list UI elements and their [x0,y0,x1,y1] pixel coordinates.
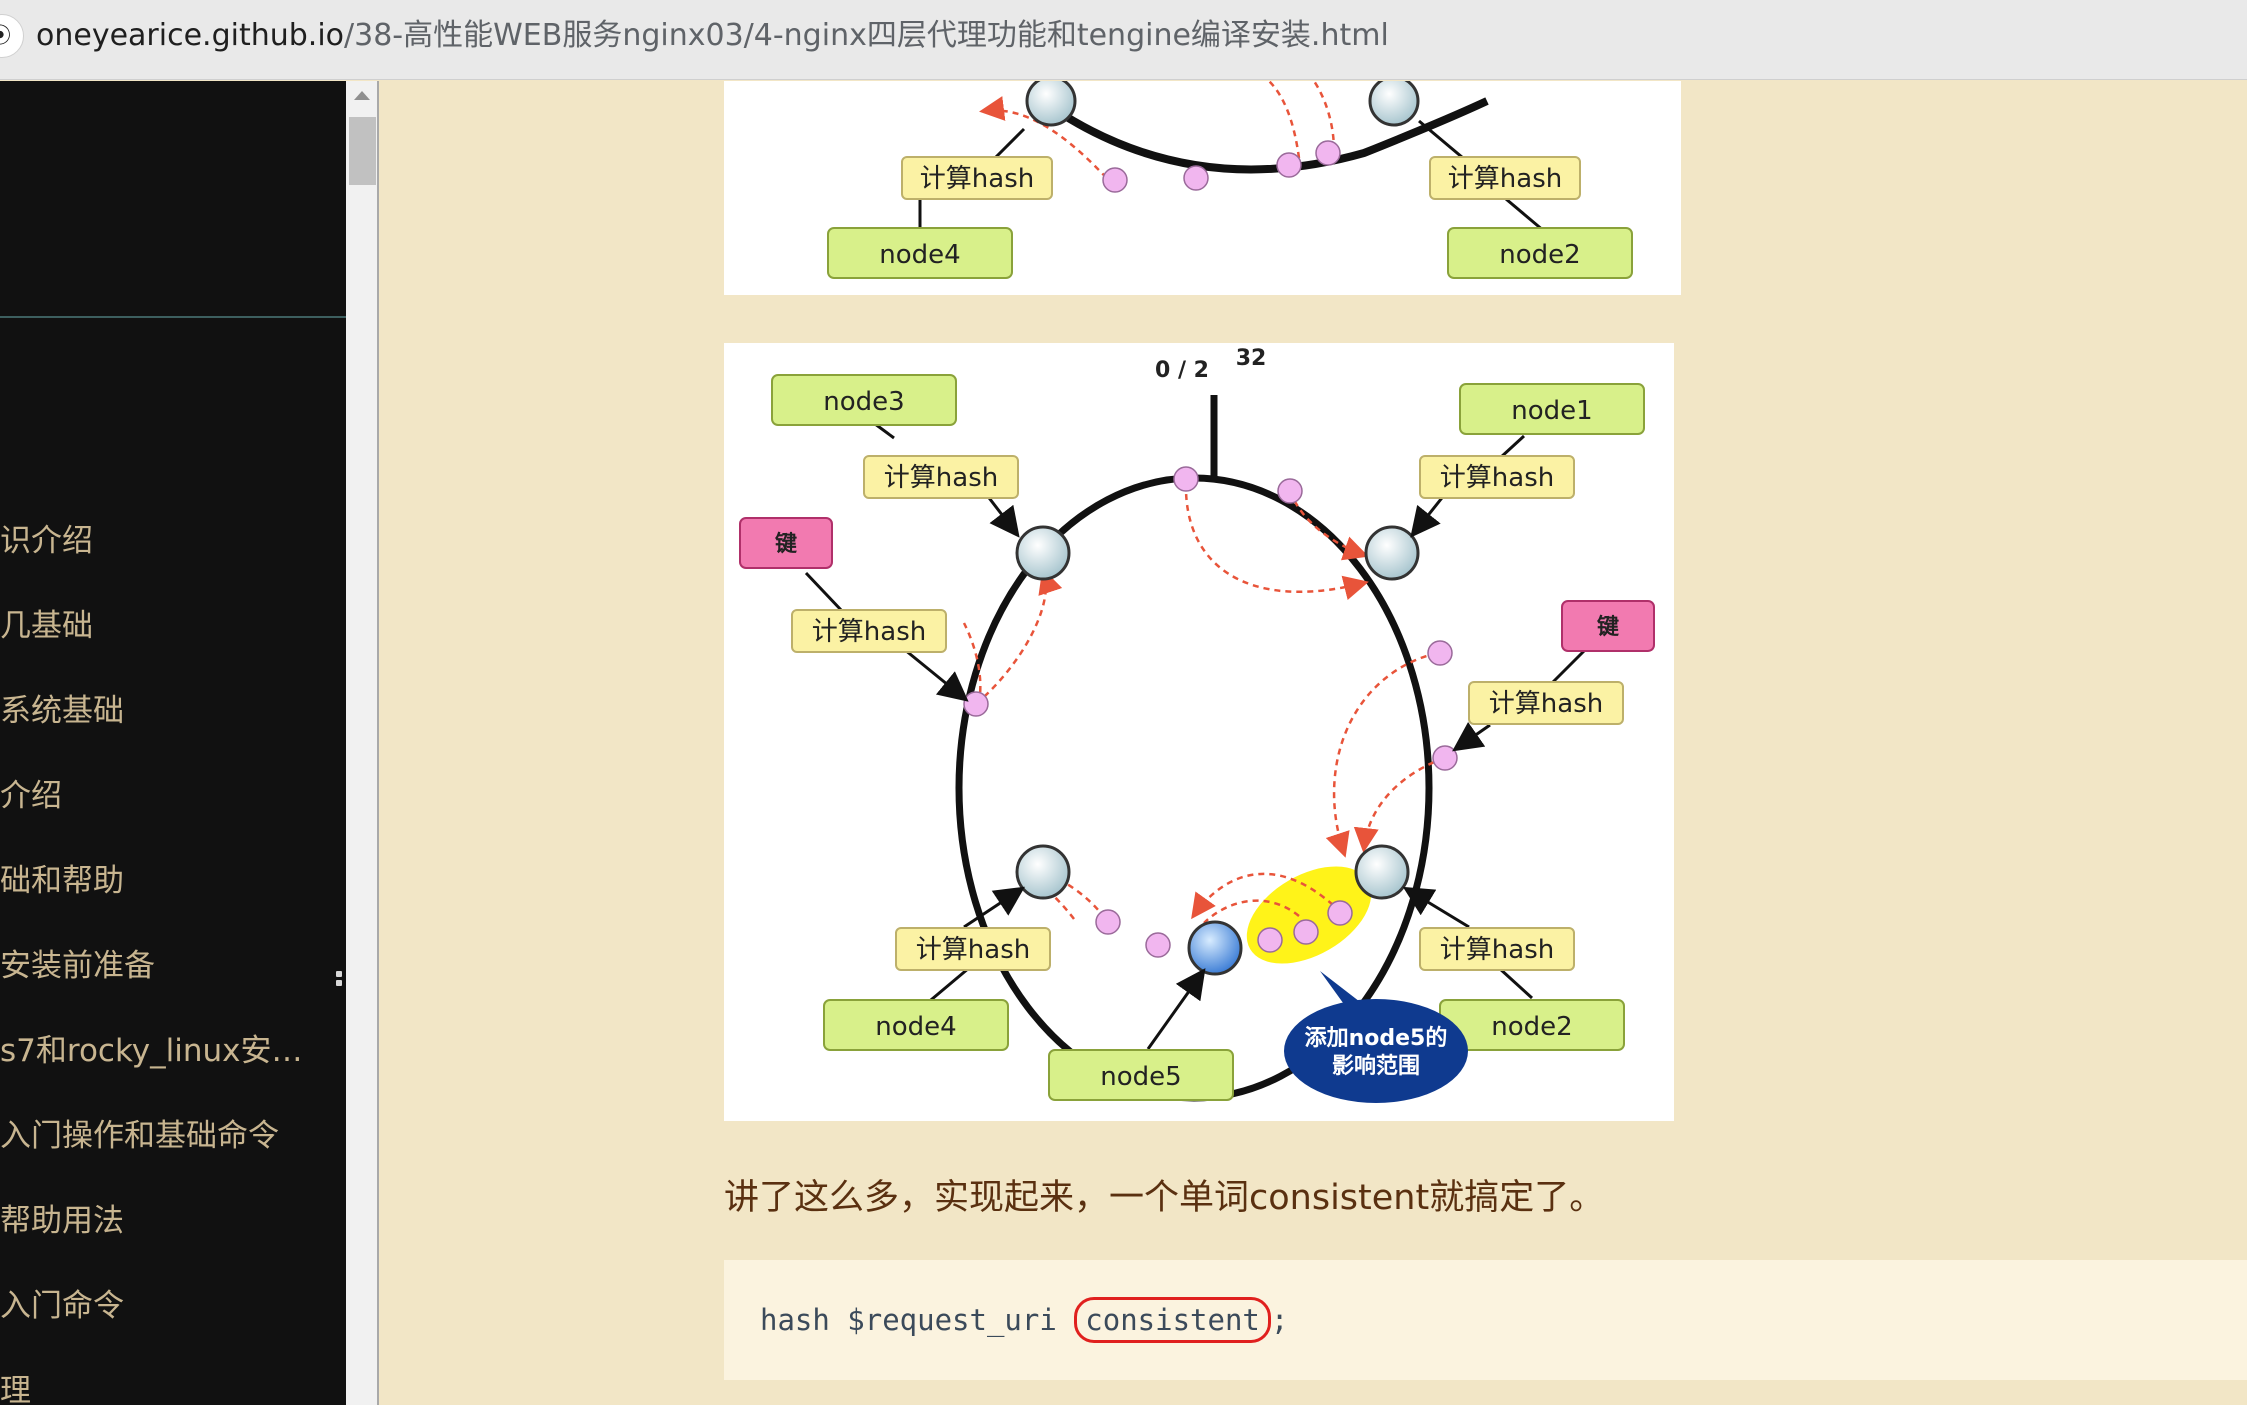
code-highlight-consistent: consistent [1074,1297,1271,1343]
consistent-hash-ring-diagram: 0 / 2 32 [724,343,1674,1121]
sidebar-item[interactable]: 几基础 [0,608,93,644]
hash-label: 计算hash [1448,164,1562,194]
url-domain: oneyearice.github.io [36,18,345,53]
callout-text-line1: 添加node5的 [1305,1025,1448,1051]
node-label: node4 [879,240,960,270]
ring-origin-exponent: 32 [1236,346,1267,371]
scroll-up-arrow-icon[interactable] [354,91,370,100]
sidebar-divider [0,316,346,318]
node-label: node2 [1491,1012,1572,1042]
node-label: node1 [1511,396,1592,426]
callout-text-line2: 影响范围 [1332,1053,1420,1079]
node-label: node4 [875,1012,956,1042]
code-text: hash $request_uri [760,1303,1075,1337]
sidebar-item[interactable]: 理 [0,1373,31,1405]
sidebar-item[interactable]: 安装前准备 [0,948,155,984]
hash-ring-diagram-partial: 计算hash 计算hash node4 node2 [724,81,1681,295]
hash-label: 计算hash [884,463,998,493]
hash-label: 计算hash [1440,935,1554,965]
sidebar-scrollbar[interactable] [346,81,379,1405]
hash-label: 计算hash [916,935,1030,965]
hash-label: 计算hash [1440,463,1554,493]
sidebar-item[interactable]: 础和帮助 [0,863,124,899]
key-label: 键 [1597,614,1619,640]
hash-label: 计算hash [920,164,1034,194]
url-path: /38-高性能WEB服务nginx03/4-nginx四层代理功能和tengin… [344,18,1389,53]
address-bar[interactable]: ⦿ oneyearice.github.io/38-高性能WEB服务nginx0… [0,0,2247,80]
node-label: node2 [1499,240,1580,270]
ring-origin-label: 0 / 2 [1155,358,1209,383]
code-block: hash $request_uri consistent; [724,1260,2247,1380]
node-label: node3 [823,387,904,417]
hash-label: 计算hash [1489,689,1603,719]
code-semicolon: ; [1270,1303,1289,1337]
sidebar-item[interactable]: 入门操作和基础命令 [0,1118,279,1154]
sidebar-item[interactable]: 识介绍 [0,523,93,559]
url-text[interactable]: oneyearice.github.io/38-高性能WEB服务nginx03/… [36,16,1389,56]
sidebar-item[interactable]: 系统基础 [0,693,124,729]
sidebar-item[interactable]: 入门命令 [0,1288,124,1324]
site-info-icon[interactable]: ⦿ [0,14,24,58]
code-line: hash $request_uri consistent; [760,1294,1288,1346]
scroll-thumb[interactable] [349,117,376,185]
sidebar-item[interactable]: 帮助用法 [0,1203,124,1239]
sidebar-item[interactable]: 介绍 [0,778,62,814]
sidebar-resize-handle[interactable] [336,971,342,997]
summary-paragraph: 讲了这么多，实现起来，一个单词consistent就搞定了。 [724,1178,1605,1218]
sidebar-item[interactable]: s7和rocky_linux安… [0,1033,300,1069]
node-label: node5 [1100,1062,1181,1092]
hash-label: 计算hash [812,617,926,647]
sidebar: 识介绍 几基础 系统基础 介绍 础和帮助 安装前准备 s7和rocky_linu… [0,81,346,1405]
key-label: 键 [775,531,797,557]
